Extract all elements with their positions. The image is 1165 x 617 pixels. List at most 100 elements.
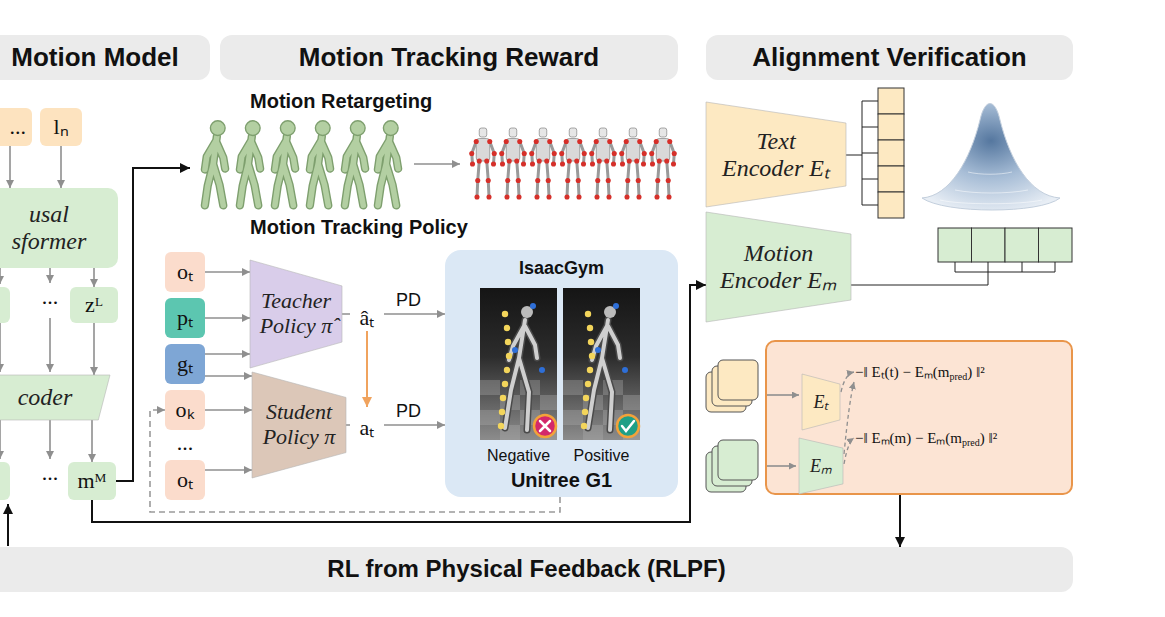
sim-render-part-part-part xyxy=(502,311,508,317)
sim-render-part-part-part xyxy=(498,423,504,429)
retarget-arrow xyxy=(414,163,460,165)
shape-outline xyxy=(252,372,346,478)
connector xyxy=(9,146,11,188)
formula-text: ) ‖² xyxy=(967,364,984,380)
text-embedding-part xyxy=(878,114,904,140)
node-text: ... xyxy=(10,115,27,140)
flow-arrows-part xyxy=(0,420,1,459)
connector xyxy=(899,495,901,547)
shape-outline xyxy=(706,102,846,207)
panel-text: Unitree G1 xyxy=(445,469,678,492)
privileged-box: pₜ xyxy=(165,298,205,338)
sim-render-part-part xyxy=(505,320,537,430)
loss-arrows-part xyxy=(767,394,799,396)
motion-embedding-part xyxy=(1039,228,1073,262)
observation-box: oₜ xyxy=(165,460,205,500)
node-text: Eₘ xyxy=(810,456,832,476)
gaussian-surface xyxy=(922,104,1060,211)
sim-render-part xyxy=(563,288,640,440)
motion-stack xyxy=(706,440,758,492)
goal-box: gₜ xyxy=(165,344,205,384)
formula: −‖ Eₜ(t) − Eₘ(mpred) ‖² xyxy=(855,362,985,387)
text-embedding xyxy=(878,88,904,218)
node-text: RL from Physical Feedback (RLPF) xyxy=(327,556,725,583)
sim-render-part xyxy=(480,288,557,440)
motion-token-box xyxy=(0,462,10,500)
text-embedding-part xyxy=(878,140,904,166)
reward-box: −‖ Eₜ(t) − Eₘ(mpred) ‖²−‖ Eₘ(m) − Eₘ(mpr… xyxy=(765,340,1073,495)
latent-box: zᴸ xyxy=(70,287,118,323)
simulator-panel: IsaacGymNegativePositiveUnitree G1 xyxy=(445,250,678,497)
robot-motion-frames xyxy=(469,128,677,200)
connector xyxy=(60,146,62,188)
connector xyxy=(205,353,250,355)
section-header: Motion Model xyxy=(0,35,210,80)
distill-arrow xyxy=(366,331,368,407)
formula-text: −‖ Eₘ(m) − Eₘ(m xyxy=(855,430,962,446)
sim-render-part-part xyxy=(540,395,557,410)
edge-label: PD xyxy=(396,290,421,311)
encoder-trapezoid: Text Encoder Eₜ xyxy=(706,102,846,207)
robot-motion-frames-part xyxy=(499,128,527,200)
embedding-bracket xyxy=(851,262,1055,285)
robot-motion-frames-part xyxy=(469,128,497,200)
human-motion-frames-part xyxy=(275,121,295,206)
connector xyxy=(205,271,250,273)
sim-render-part-part xyxy=(505,320,537,430)
observation-box: oₖ xyxy=(165,390,205,430)
flow-arrows-part xyxy=(0,268,1,284)
text-stack xyxy=(706,360,758,412)
robot-motion-frames-part xyxy=(559,128,587,200)
node-text: Eₜ xyxy=(814,392,829,412)
formula-text: ) ‖² xyxy=(980,430,997,446)
shape-outline xyxy=(802,374,840,430)
action-label: âₜ xyxy=(350,301,384,331)
human-motion-frames-part xyxy=(205,121,225,206)
text-embedding-part xyxy=(878,166,904,192)
robot-motion-frames-part xyxy=(589,128,617,200)
policy-trapezoid: Teacher Policy π̂ xyxy=(250,260,342,368)
motion-token-box: mᴹ xyxy=(68,462,116,500)
transformer-box: usal sformer xyxy=(0,188,118,268)
flow-arrows-part xyxy=(49,268,51,283)
text-embedding-part xyxy=(878,88,904,114)
sim-render-part xyxy=(563,380,640,440)
section-header: Alignment Verification xyxy=(706,35,1073,80)
node-text: pₜ xyxy=(177,306,193,331)
robot-motion-frames-part xyxy=(529,128,557,200)
formula: −‖ Eₘ(m) − Eₘ(mpred) ‖² xyxy=(855,428,997,453)
connector xyxy=(91,420,93,462)
encoder-trapezoid: Eₜ xyxy=(802,374,840,430)
node-text: oₜ xyxy=(177,468,193,493)
token-box: ... xyxy=(0,108,32,146)
sim-render-part-part-part xyxy=(530,303,536,309)
feedback-arrow xyxy=(7,504,9,546)
node-text: Motion Model xyxy=(11,43,179,72)
robot-motion-frames-part xyxy=(649,128,677,200)
motion-embedding-part xyxy=(938,228,972,262)
sim-render-part-part-part xyxy=(500,395,506,401)
decoder-trapezoid: coder xyxy=(0,375,110,420)
human-motion-frames-part xyxy=(345,121,365,206)
node-text: Teacher Policy π̂ xyxy=(253,289,339,338)
formula-text: −‖ Eₜ(t) − Eₘ(m xyxy=(855,364,950,380)
token-box: lₙ xyxy=(40,108,82,146)
sim-render-part xyxy=(622,421,634,431)
sim-render-part xyxy=(617,415,639,437)
robot-motion-frames-part xyxy=(619,128,647,200)
connector xyxy=(93,268,95,287)
connector xyxy=(205,375,252,377)
loss-arrows-part-part xyxy=(844,382,854,454)
node-text: Text Encoder Eₜ xyxy=(715,128,837,182)
formula-subscript: pred xyxy=(962,437,980,448)
sim-render-part-part-part xyxy=(539,367,545,373)
flow-arrows-part xyxy=(49,420,51,459)
connector xyxy=(205,469,252,471)
motion-stack-part xyxy=(718,440,758,480)
connector xyxy=(205,409,252,411)
sim-render-part xyxy=(540,421,550,431)
edge-label: PD xyxy=(396,401,421,422)
ellipsis: ... xyxy=(35,460,65,486)
node-text: gₜ xyxy=(177,352,193,377)
